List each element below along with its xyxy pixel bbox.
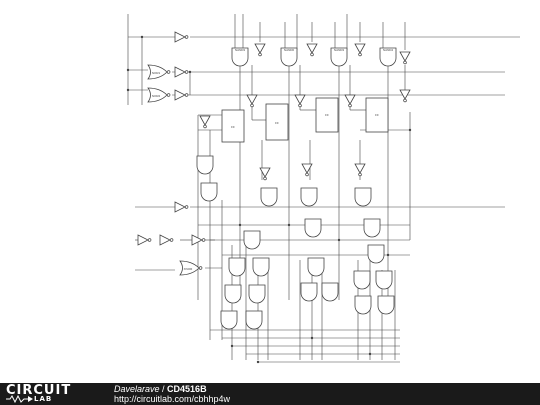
inverter-top-1[interactable] xyxy=(254,43,266,57)
nand-gate-low-8[interactable] xyxy=(353,270,371,290)
junction-dots xyxy=(126,35,412,364)
svg-text:NAND4: NAND4 xyxy=(383,48,394,52)
svg-text:NOR2: NOR2 xyxy=(152,94,161,98)
author-name[interactable]: Davelarave xyxy=(114,384,160,394)
nand-gate-low-11[interactable] xyxy=(248,284,266,304)
nand-gate-low-3[interactable] xyxy=(363,218,381,238)
buffer-input-7[interactable] xyxy=(191,234,206,246)
nand-gate-low-15[interactable] xyxy=(245,310,263,330)
svg-text:NOR1: NOR1 xyxy=(152,71,161,75)
nand-gate-top-3[interactable]: NAND3 xyxy=(330,47,348,67)
nand-gate-low-4[interactable] xyxy=(367,244,385,264)
svg-text:FF: FF xyxy=(325,113,329,117)
buffer-input-4[interactable] xyxy=(174,201,189,213)
inverter-mid-3[interactable] xyxy=(354,163,366,177)
nand-gate-low-12[interactable] xyxy=(300,282,318,302)
nor-gate-2[interactable]: NOR2 xyxy=(147,87,171,103)
nor-gate-1[interactable]: NOR1 xyxy=(147,64,171,80)
inverter-top-2[interactable] xyxy=(306,43,318,57)
logo-wordmark-bottom: LAB xyxy=(34,395,53,403)
nand-gate-low-16[interactable] xyxy=(354,295,372,315)
nand-gate-mid-3[interactable] xyxy=(354,187,372,207)
buffer-input-5[interactable] xyxy=(137,234,152,246)
inverter-top-3[interactable] xyxy=(354,43,366,57)
footer-bar: CIRCUIT LAB Davelarave / CD4516B http://… xyxy=(0,383,540,405)
wire-network xyxy=(127,14,520,363)
nand-gate-top-1[interactable]: NAND3 xyxy=(231,47,249,67)
nand-gate-low-5[interactable] xyxy=(228,257,246,277)
circuit-meta: Davelarave / CD4516B http://circuitlab.c… xyxy=(114,384,230,404)
svg-text:NAND3: NAND3 xyxy=(334,48,345,52)
inverter-mid-2[interactable] xyxy=(301,163,313,177)
buffer-input-1[interactable] xyxy=(174,31,189,43)
nand-gate-low-1[interactable] xyxy=(243,230,261,250)
nand-gate-top-4[interactable]: NAND4 xyxy=(379,47,397,67)
buffer-input-6[interactable] xyxy=(159,234,174,246)
inverter-left-1[interactable] xyxy=(199,115,211,129)
nand-gate-low-10[interactable] xyxy=(224,284,242,304)
nand-gate-low-14[interactable] xyxy=(220,310,238,330)
svg-text:NAND3: NAND3 xyxy=(235,48,246,52)
flip-flop-ff1[interactable]: FF xyxy=(221,109,245,143)
meta-separator: / xyxy=(159,384,168,394)
svg-text:FF: FF xyxy=(275,121,279,125)
svg-text:FF: FF xyxy=(375,113,379,117)
nand-gate-low-17[interactable] xyxy=(377,295,395,315)
nand-gate-left-2[interactable] xyxy=(200,182,218,202)
inverter-row-3[interactable] xyxy=(344,94,356,108)
circuitlab-logo[interactable]: CIRCUIT LAB xyxy=(6,383,92,404)
svg-text:NAND6: NAND6 xyxy=(284,48,295,52)
nand-gate-low-2[interactable] xyxy=(304,218,322,238)
nand-gate-low-7[interactable] xyxy=(307,257,325,277)
nand-gate-low-9[interactable] xyxy=(375,270,393,290)
svg-text:XNOR: XNOR xyxy=(184,267,194,271)
flip-flop-ff2[interactable]: FF xyxy=(265,103,289,141)
inverter-row-1[interactable] xyxy=(246,94,258,108)
nand-gate-mid-1[interactable] xyxy=(260,187,278,207)
nand-gate-left-1[interactable] xyxy=(196,155,214,175)
xnor-gate[interactable]: XNOR xyxy=(179,260,203,276)
buffer-input-2[interactable] xyxy=(174,66,189,78)
logo-wordmark-top: CIRCUIT xyxy=(6,383,72,398)
inverter-top-4[interactable] xyxy=(399,51,411,65)
svg-text:FF: FF xyxy=(231,125,235,129)
logo-waveform-icon xyxy=(6,395,33,403)
circuit-url-link[interactable]: http://circuitlab.com/cbhhp4w xyxy=(114,394,231,404)
flip-flop-ff4[interactable]: FF xyxy=(365,97,389,133)
flip-flop-ff3[interactable]: FF xyxy=(315,97,339,133)
inverter-mid-1[interactable] xyxy=(259,167,271,181)
nand-gate-low-13[interactable] xyxy=(321,282,339,302)
inverter-top-5[interactable] xyxy=(399,89,411,103)
nand-gate-mid-2[interactable] xyxy=(300,187,318,207)
buffer-input-3[interactable] xyxy=(174,89,189,101)
circuit-schematic[interactable]: FF FF FF FF NAND3 NAND6 NAND3 NAND4 NOR1… xyxy=(0,0,540,383)
nand-gate-low-6[interactable] xyxy=(252,257,270,277)
circuit-title: CD4516B xyxy=(167,384,207,394)
nand-gate-top-2[interactable]: NAND6 xyxy=(280,47,298,67)
inverter-row-2[interactable] xyxy=(294,94,306,108)
